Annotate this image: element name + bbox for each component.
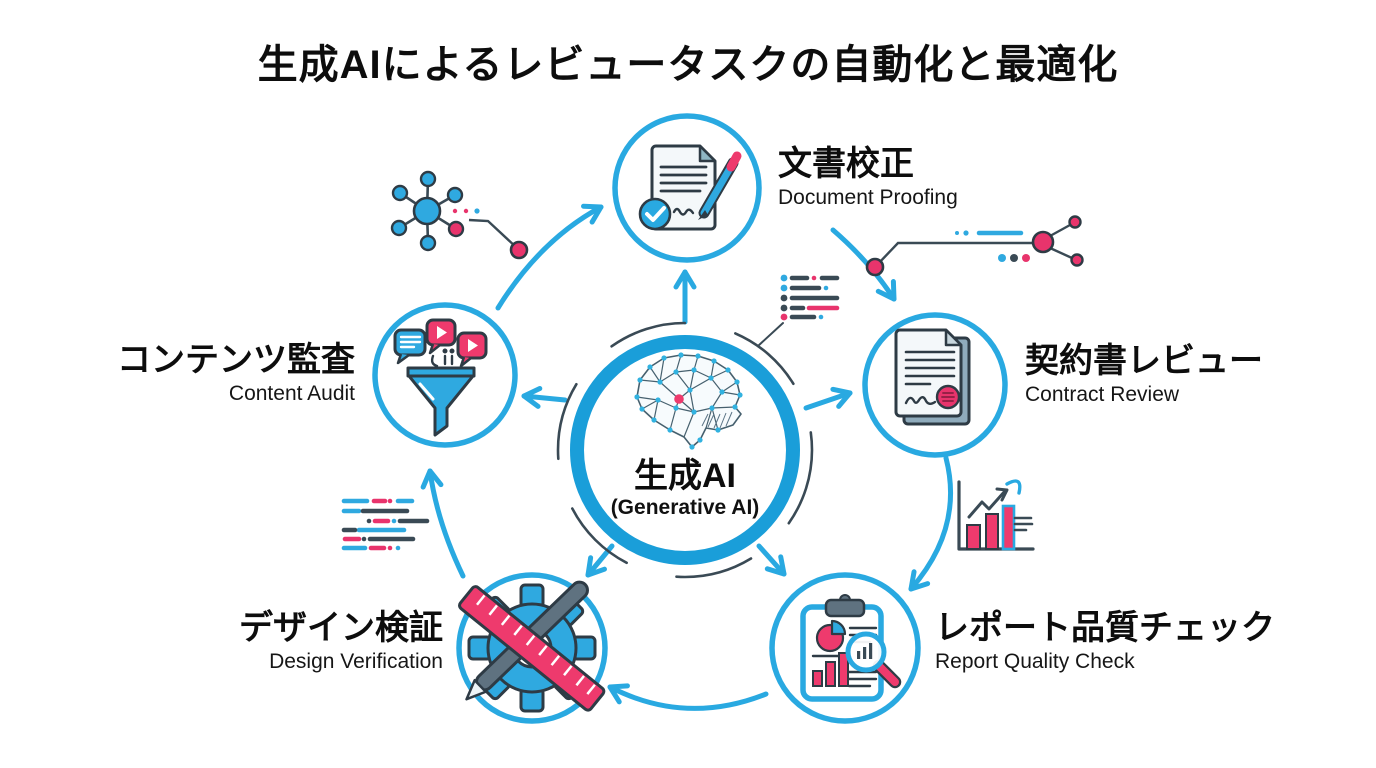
node-link-icon: [865, 215, 1084, 277]
arrow-left-to-top: [495, 203, 604, 311]
label-en: Contract Review: [1025, 383, 1180, 407]
label-en: Document Proofing: [778, 186, 958, 210]
arrow-bottomright-to-bottomleft: [607, 683, 769, 711]
arrow-top-to-right: [830, 227, 897, 302]
growth-chart-icon: [957, 479, 1035, 551]
label-en: Content Audit: [228, 382, 355, 406]
hub-dashed-ring: [556, 321, 814, 579]
arrow-center-to-left: [521, 385, 568, 409]
video-bubble-icon: [425, 318, 457, 355]
cycle-arrows: [420, 203, 954, 711]
label-jp: 文書校正: [778, 145, 914, 183]
document-pen-check-icon: [638, 144, 742, 231]
code-lines-icon: [341, 498, 430, 551]
label-content-audit: コンテンツ監査 Content Audit: [117, 340, 355, 406]
label-en: Design Verification: [269, 650, 443, 674]
hub-generative-ai: [556, 321, 814, 579]
label-jp: 契約書レビュー: [1025, 342, 1263, 380]
clipboard-magnifier-icon: [800, 594, 902, 702]
funnel-shape: [406, 366, 476, 437]
hub-label: 生成AI (Generative AI): [575, 457, 795, 521]
radial-arrows: [521, 269, 853, 578]
brain-network-icon: [634, 352, 743, 450]
molecule-network-icon: [390, 170, 529, 260]
contract-seal-icon: [894, 328, 971, 426]
checklist-lines-icon: [757, 274, 840, 347]
arrow-right-to-bottomright: [908, 455, 954, 592]
page-title: 生成AIによるレビュータスクの自動化と最適化: [257, 43, 1119, 87]
label-design-verification: デザイン検証 Design Verification: [239, 608, 443, 674]
label-report-quality-check: レポート品質チェック Report Quality Check: [935, 608, 1275, 674]
label-contract-review: 契約書レビュー Contract Review: [1025, 341, 1263, 407]
gear-ruler-pen-icon: [458, 580, 606, 713]
hub-label-en: (Generative AI): [610, 496, 760, 520]
label-document-proofing: 文書校正 Document Proofing: [778, 144, 958, 210]
video-bubble-icon: [456, 331, 488, 368]
label-en: Report Quality Check: [935, 650, 1135, 674]
chat-bubble-icon: [393, 328, 427, 365]
arrow-center-to-right: [803, 386, 853, 411]
brain-highlight-node: [674, 394, 684, 404]
hub-label-jp: 生成AI: [634, 457, 736, 495]
arrow-bottomleft-to-left: [420, 468, 466, 579]
arrow-center-to-bottomright: [756, 543, 787, 577]
ruler-icon: [458, 585, 606, 712]
label-jp: レポート品質チェック: [935, 609, 1275, 647]
label-jp: デザイン検証: [239, 609, 443, 647]
funnel-media-icon: [393, 318, 488, 437]
label-jp: コンテンツ監査: [117, 341, 355, 379]
